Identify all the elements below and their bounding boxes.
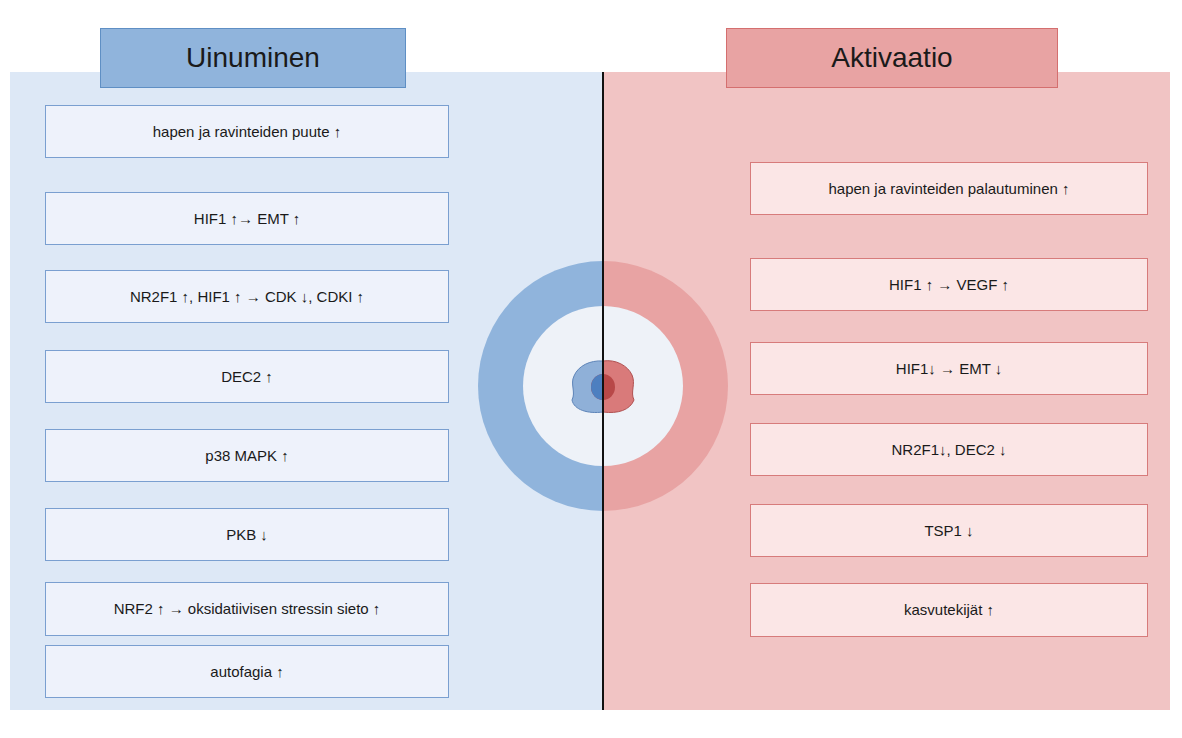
state-box: HIF1 ↑→ EMT ↑ — [45, 192, 449, 245]
box-text: DEC2 ↑ — [221, 367, 273, 387]
state-box: p38 MAPK ↑ — [45, 429, 449, 482]
box-text: p38 MAPK ↑ — [205, 446, 288, 466]
state-box: NR2F1 ↑, HIF1 ↑ → CDK ↓, CDKI ↑ — [45, 270, 449, 323]
panel-heading: Uinuminen — [100, 28, 406, 88]
state-box: NRF2 ↑ → oksidatiivisen stressin sieto ↑ — [45, 582, 449, 636]
box-text: kasvutekijät ↑ — [904, 600, 994, 620]
state-box: hapen ja ravinteiden palautuminen ↑ — [750, 162, 1148, 215]
state-box: kasvutekijät ↑ — [750, 583, 1148, 637]
right-panel — [603, 72, 1170, 710]
box-text: hapen ja ravinteiden palautuminen ↑ — [828, 179, 1069, 199]
box-text: hapen ja ravinteiden puute ↑ — [153, 122, 341, 142]
box-text: TSP1 ↓ — [924, 521, 973, 541]
box-text: NRF2 ↑ → oksidatiivisen stressin sieto ↑ — [114, 599, 381, 619]
divider-line — [602, 72, 604, 710]
box-text: NR2F1↓, DEC2 ↓ — [891, 440, 1006, 460]
state-box: TSP1 ↓ — [750, 504, 1148, 557]
box-text: PKB ↓ — [226, 525, 268, 545]
state-box: DEC2 ↑ — [45, 350, 449, 403]
cell-nucleus-left — [591, 374, 603, 400]
panel-heading: Aktivaatio — [726, 28, 1058, 88]
state-box: PKB ↓ — [45, 508, 449, 561]
box-text: NR2F1 ↑, HIF1 ↑ → CDK ↓, CDKI ↑ — [130, 287, 364, 307]
state-box: HIF1↓ → EMT ↓ — [750, 342, 1148, 395]
box-text: autofagia ↑ — [210, 662, 283, 682]
cell-left — [572, 361, 603, 413]
heading-text: Uinuminen — [186, 42, 320, 74]
box-text: HIF1 ↑ → VEGF ↑ — [889, 275, 1009, 295]
state-box: HIF1 ↑ → VEGF ↑ — [750, 258, 1148, 311]
state-box: autofagia ↑ — [45, 645, 449, 698]
state-box: hapen ja ravinteiden puute ↑ — [45, 105, 449, 158]
heading-text: Aktivaatio — [831, 42, 952, 74]
box-text: HIF1 ↑→ EMT ↑ — [194, 209, 300, 229]
left-panel — [10, 72, 603, 710]
state-box: NR2F1↓, DEC2 ↓ — [750, 423, 1148, 476]
box-text: HIF1↓ → EMT ↓ — [896, 359, 1002, 379]
